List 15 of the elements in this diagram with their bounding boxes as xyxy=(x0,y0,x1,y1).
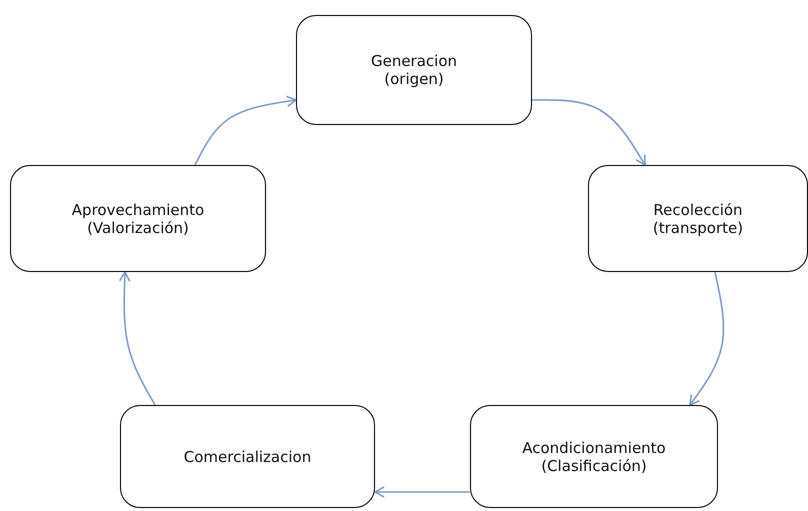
process-box xyxy=(10,165,266,272)
arrow xyxy=(689,272,724,406)
step-label: Recolección (transporte) xyxy=(652,200,744,236)
arrow xyxy=(194,96,297,166)
process-box xyxy=(120,405,375,508)
process-box xyxy=(588,165,808,272)
arrow xyxy=(532,99,646,166)
process-box xyxy=(470,405,718,508)
step-label: Comercializacion xyxy=(184,448,312,466)
process-box xyxy=(296,15,532,125)
step-label: Aprovechamiento (Valorización) xyxy=(70,200,206,236)
step-label: Acondicionamiento (Clasificación) xyxy=(521,438,667,474)
step-label: Generacion (origen) xyxy=(370,52,458,88)
arrow xyxy=(118,271,156,406)
arrow xyxy=(374,486,470,498)
